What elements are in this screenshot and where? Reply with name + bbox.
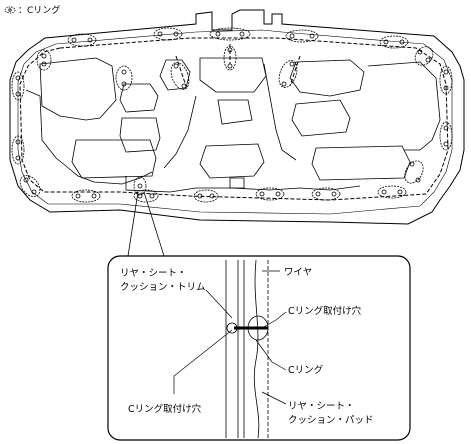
- c-ring-marker: [311, 187, 341, 201]
- label-c-ring-mounting-hole-left: Cリング取付け穴: [128, 403, 202, 415]
- c-ring-marker: [71, 189, 101, 203]
- c-ring-marker: [439, 121, 453, 151]
- c-ring-marker: [377, 185, 407, 199]
- c-ring-marker: [36, 49, 52, 71]
- c-ring-marker: [11, 71, 25, 101]
- c-ring-marker: [11, 135, 25, 165]
- detail-leader-lines: [127, 191, 165, 257]
- cushion-pad-outline: [9, 9, 465, 225]
- label-rear-seat-cushion-trim-line1: リヤ・シート・: [120, 268, 187, 279]
- c-ring-marker: [209, 27, 251, 41]
- cushion-interior-features: [25, 57, 441, 193]
- c-ring-marker: [153, 27, 183, 41]
- c-ring-marker: [133, 189, 159, 203]
- label-wire: ワイヤ: [284, 267, 312, 278]
- c-ring-markers: [11, 27, 453, 203]
- c-ring-marker: [414, 46, 434, 66]
- c-ring-marker: [19, 175, 41, 197]
- c-ring-marker: [285, 29, 319, 43]
- label-rear-seat-cushion-trim-line2: クッション・トリム: [120, 282, 206, 293]
- c-ring-marker: [379, 35, 409, 49]
- c-ring-marker: [170, 62, 190, 90]
- wire-route: [19, 37, 449, 201]
- c-ring-marker: [439, 65, 453, 95]
- c-ring-marker: [223, 45, 237, 71]
- c-ring-legend-icon: [4, 6, 16, 14]
- label-leaders: [173, 270, 287, 405]
- c-ring-marker: [278, 60, 298, 88]
- c-ring-marker: [193, 189, 219, 203]
- label-c-ring-mounting-hole-right: Cリング取付け穴: [288, 305, 362, 317]
- c-ring-marker: [133, 176, 147, 196]
- legend: ：Cリング: [4, 3, 60, 16]
- label-rear-seat-cushion-pad-line1: リヤ・シート・: [288, 401, 355, 412]
- label-c-ring: Cリング: [288, 364, 324, 376]
- c-ring-marker: [404, 160, 424, 184]
- c-ring-marker: [255, 187, 285, 201]
- label-rear-seat-cushion-pad-line2: クッション・パッド: [288, 415, 374, 426]
- legend-text: ：Cリング: [18, 6, 61, 16]
- c-ring-marker: [115, 65, 133, 91]
- c-ring-marker: [67, 33, 97, 47]
